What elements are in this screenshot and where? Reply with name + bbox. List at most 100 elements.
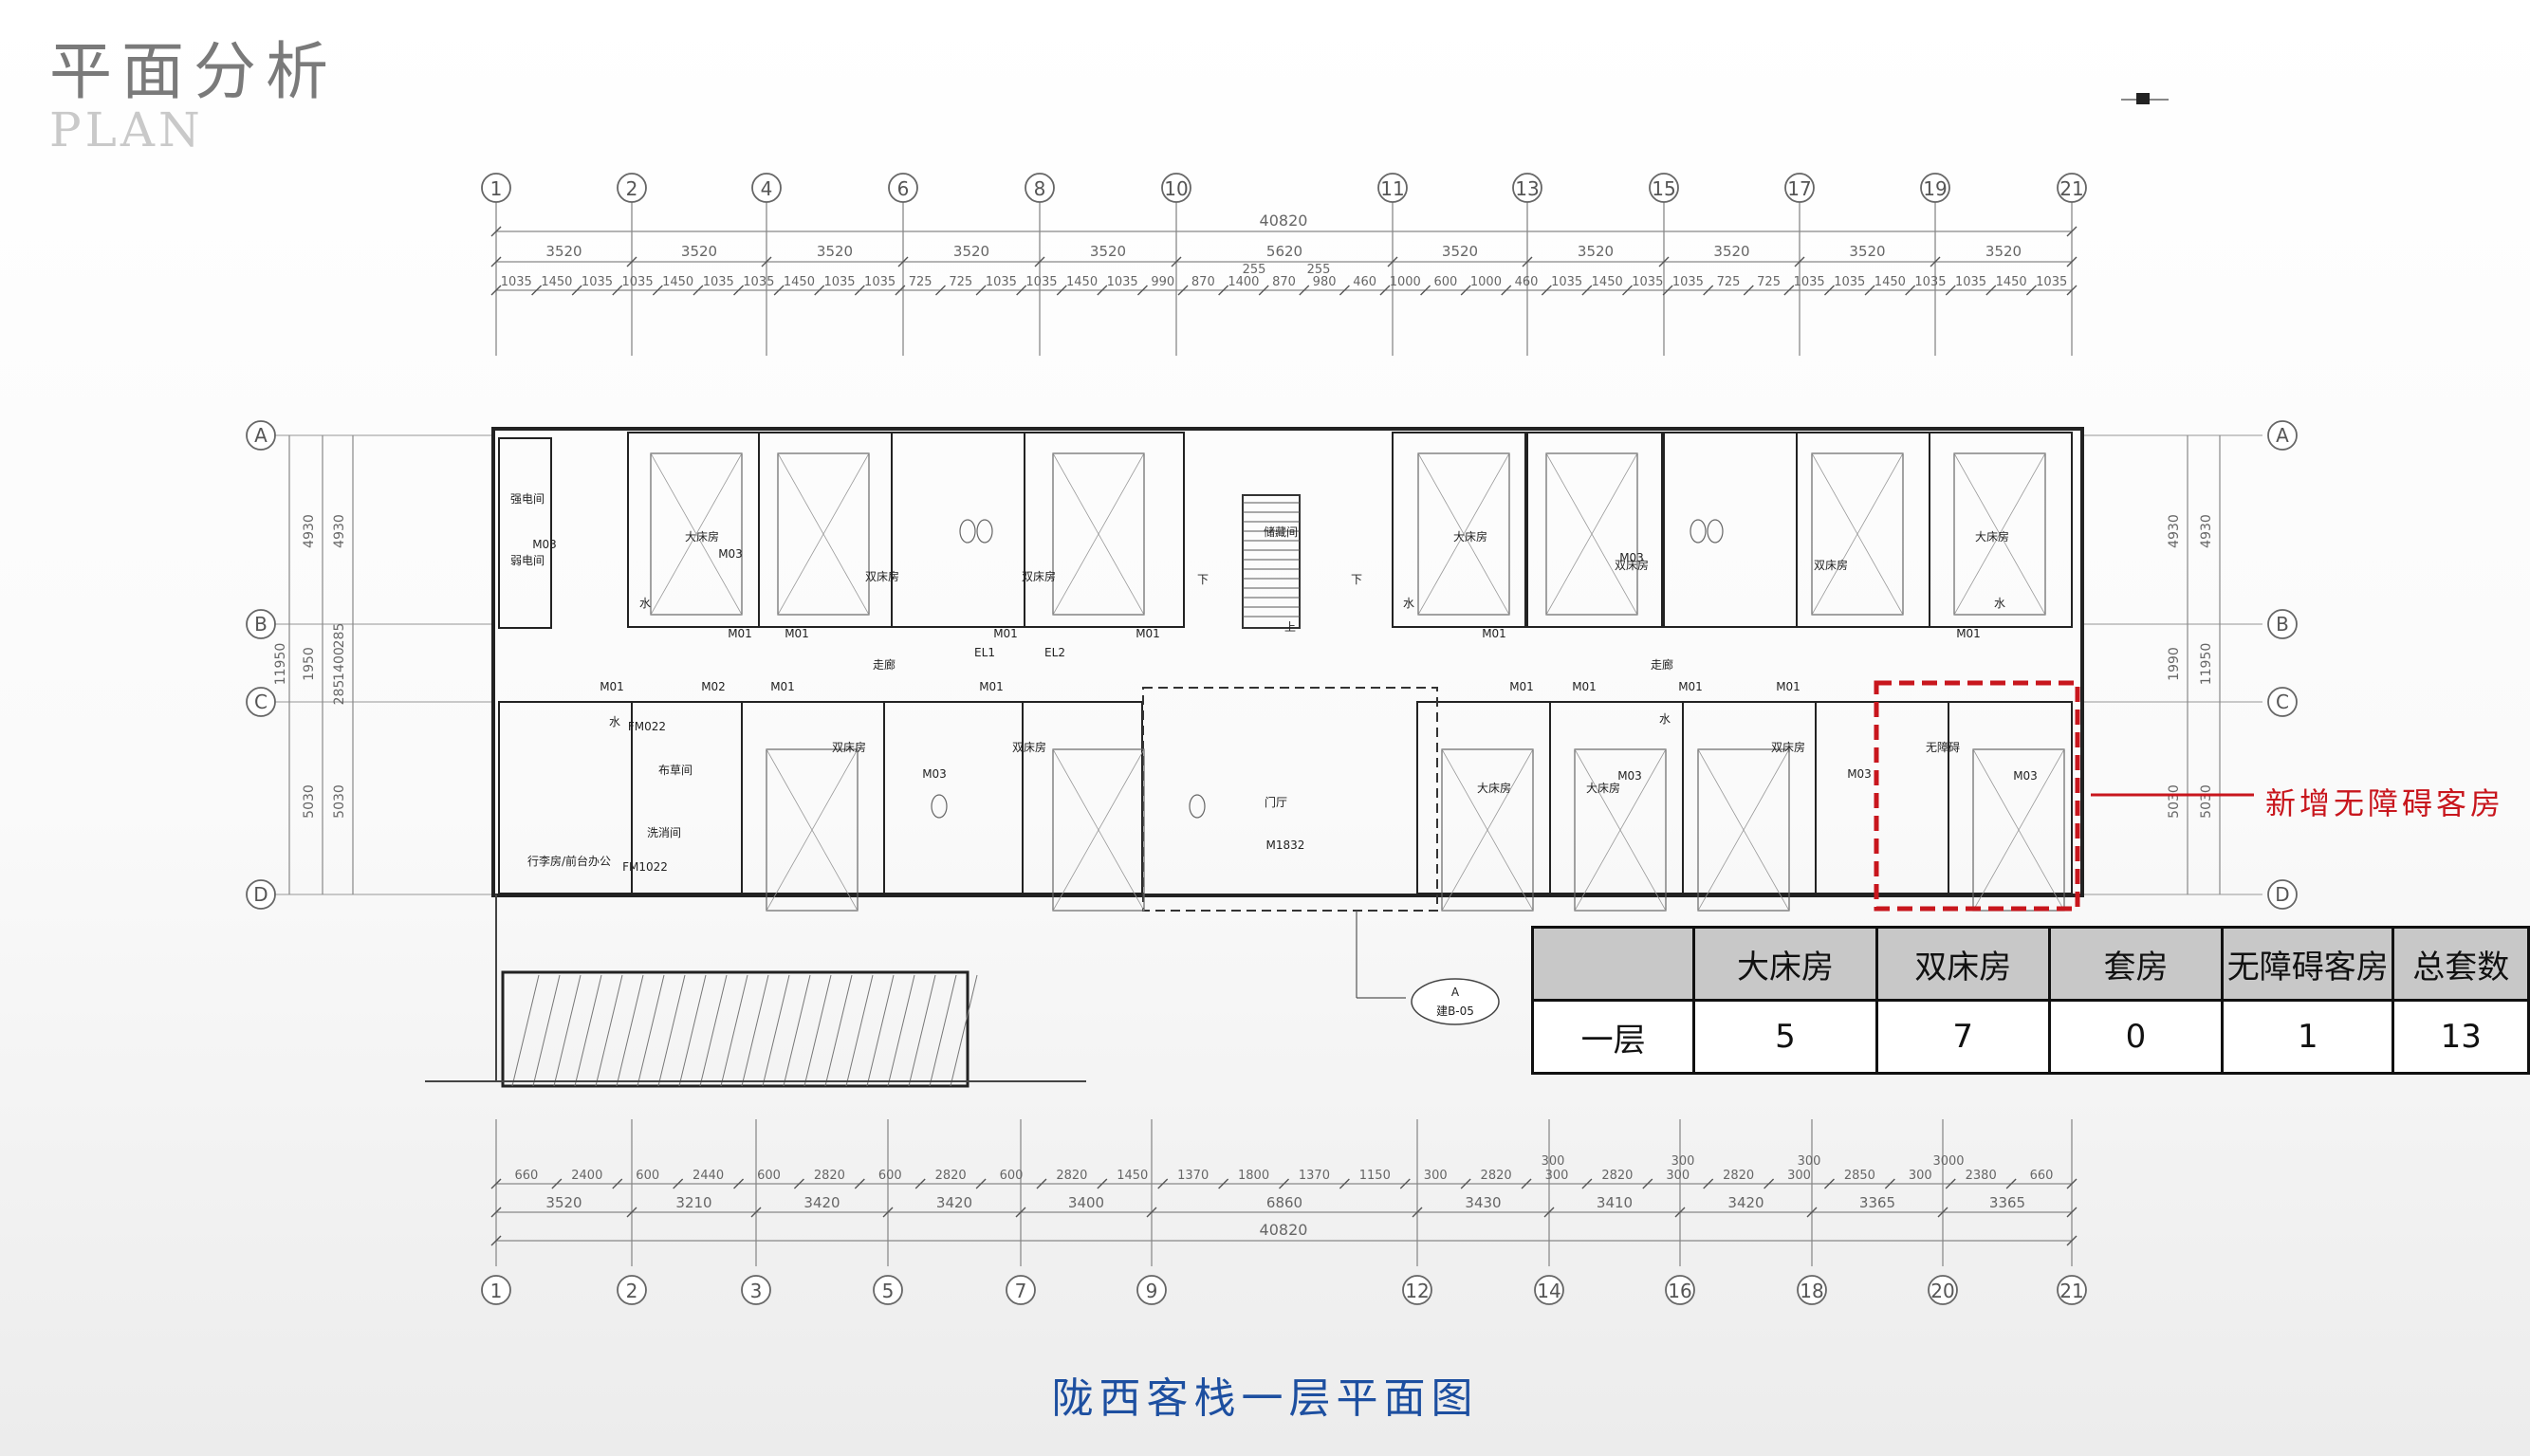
dimension-label-vertical: 5030 [2199, 784, 2214, 819]
bed-diagonal [766, 748, 859, 912]
room-label: 双床房 [1012, 740, 1046, 754]
dimension-label: 3400 [1068, 1194, 1104, 1211]
wall [741, 701, 885, 894]
dimension-label: 725 [1717, 275, 1741, 289]
grid-label-row: D [2275, 883, 2289, 906]
room-label: 大床房 [1586, 781, 1620, 795]
room-label: 水 [1659, 712, 1671, 726]
bed [1574, 748, 1667, 912]
dimension-tick [1581, 285, 1593, 296]
dimension-label: 300 [1909, 1169, 1932, 1183]
ramp-hatch [845, 974, 874, 1087]
dimension-label: 1450 [1874, 275, 1906, 289]
dimension-label: 1035 [1955, 275, 1986, 289]
grid-label-row: C [254, 691, 268, 713]
grid-label-top: 10 [1164, 177, 1188, 200]
dimension-tick [773, 285, 785, 296]
dimension-label: 1450 [1592, 275, 1623, 289]
dimension-tick [1937, 1207, 1948, 1218]
ramp-hatch [783, 974, 811, 1087]
dimension-label: 2820 [814, 1169, 845, 1183]
dimension-label: 1000 [1390, 275, 1421, 289]
dimension-label: 2820 [1481, 1169, 1512, 1183]
toilet [1189, 794, 1206, 819]
room-label: M03 [1847, 767, 1872, 781]
dimension-label: 1450 [662, 275, 693, 289]
grid-bubble-bottom [1136, 1275, 1167, 1305]
bed [650, 452, 743, 616]
grid-bubble-row [2267, 609, 2298, 639]
room-label: M01 [1956, 627, 1981, 640]
room-label: 大床房 [1975, 529, 2009, 544]
grid-label-row: A [2276, 424, 2289, 447]
dimension-label-vertical: 4930 [302, 514, 317, 548]
room-label: 走廊 [873, 657, 896, 672]
dimension-tick [1541, 285, 1552, 296]
dimension-tick [854, 285, 865, 296]
dimension-tick [1783, 285, 1795, 296]
highlight-box [1874, 680, 2080, 912]
grid-bubble-top [1377, 173, 1408, 203]
dimension-tick [1177, 285, 1189, 296]
dimension-label: 660 [2030, 1169, 2054, 1183]
dimension-tick [1412, 1207, 1423, 1218]
dimension-label: 1450 [1066, 275, 1098, 289]
dimension-label: 2820 [1723, 1169, 1754, 1183]
grid-bubble-bottom [617, 1275, 647, 1305]
bed-diagonal [650, 452, 743, 616]
dimension-label: 725 [1757, 275, 1781, 289]
grid-bubble-top [751, 173, 782, 203]
dimension-label: 600 [636, 1169, 659, 1183]
dimension-tick [490, 256, 502, 267]
dimension-label: 1450 [541, 275, 572, 289]
grid-bubble-top [1512, 173, 1542, 203]
dimension-label: 660 [515, 1169, 539, 1183]
wall [1526, 432, 1663, 628]
dimension-tick [490, 285, 502, 296]
dimension-tick [975, 1178, 987, 1189]
dimension-label-vertical: 285 [332, 623, 347, 649]
grid-label-top: 15 [1652, 177, 1675, 200]
grid-label-bottom: 7 [1015, 1280, 1027, 1302]
grid-bubble-bottom [1665, 1275, 1695, 1305]
grid-label-bottom: 5 [882, 1280, 895, 1302]
dimension-tick [895, 285, 906, 296]
dimension-label: 1370 [1299, 1169, 1330, 1183]
dimension-tick [1034, 256, 1045, 267]
dimension-tick [1015, 1207, 1026, 1218]
room-label: 水 [639, 597, 651, 610]
dimension-label: 3520 [953, 243, 989, 260]
dimension-tick [1016, 285, 1027, 296]
dimension-label: 40820 [1260, 1221, 1308, 1239]
grid-bubble-row [246, 420, 276, 451]
dimension-label: 600 [1000, 1169, 1024, 1183]
grid-bubble-bottom [1402, 1275, 1432, 1305]
room-label: 无障碍 [1926, 740, 1960, 754]
dimension-label: 2850 [1844, 1169, 1875, 1183]
dimension-label-vertical: 5030 [2167, 784, 2182, 819]
room-label: M03 [1619, 551, 1644, 564]
room-label: FM1022 [622, 860, 668, 874]
dimension-tick [1884, 1178, 1895, 1189]
grid-bubble-bottom [2057, 1275, 2087, 1305]
dimension-label: 255 [1243, 263, 1266, 277]
dimension-label: 2380 [1966, 1169, 1997, 1183]
grid-label-row: B [254, 613, 268, 636]
room-label: A [1451, 986, 1460, 999]
dimension-tick [1501, 285, 1512, 296]
dimension-tick [1658, 256, 1670, 267]
dimension-label: 40820 [1260, 212, 1308, 230]
dimension-label: 2820 [1601, 1169, 1633, 1183]
dimension-label: 600 [878, 1169, 902, 1183]
dimension-tick [1339, 1178, 1350, 1189]
dimension-tick [854, 1178, 865, 1189]
room-label: 大床房 [1453, 529, 1487, 544]
room-label: 布草间 [658, 764, 693, 777]
dimension-label: 300 [1542, 1154, 1565, 1169]
room-label: 大床房 [685, 529, 719, 544]
table-header-cell: 总套数 [2391, 926, 2530, 1002]
dimension-label: 3210 [675, 1194, 711, 1211]
grid-bubble-top [1025, 173, 1055, 203]
dimension-label: 3365 [1989, 1194, 2025, 1211]
